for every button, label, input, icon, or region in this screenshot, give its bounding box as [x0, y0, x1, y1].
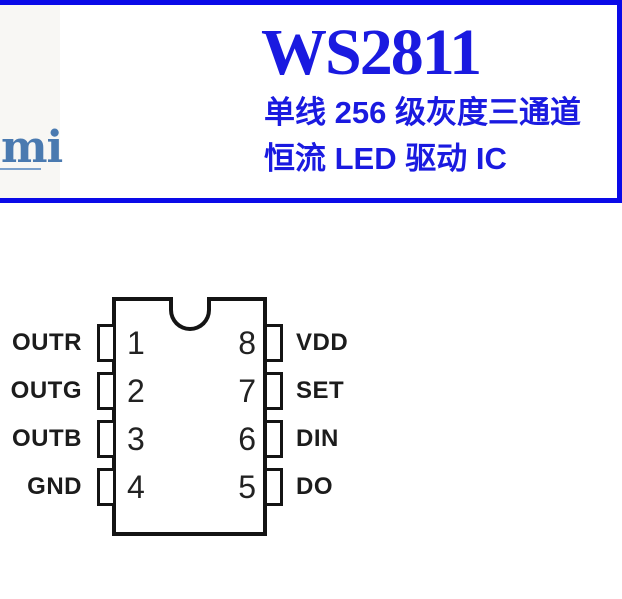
pin-number-2: 2	[127, 373, 145, 409]
logo-underline	[0, 168, 41, 170]
pin-label-din: DIN	[296, 425, 339, 452]
pin-7	[264, 372, 283, 410]
pin-number-1: 1	[127, 325, 145, 361]
pin-6	[264, 420, 283, 458]
chip-notch	[168, 297, 211, 331]
header-rule-right	[617, 0, 622, 203]
pin-label-set: SET	[296, 377, 345, 404]
pin-3	[97, 420, 116, 458]
pin-4	[97, 468, 116, 506]
pin-2	[97, 372, 116, 410]
header-separator-rule	[0, 198, 622, 203]
subtitle-line-1: 单线 256 级灰度三通道	[264, 95, 581, 130]
worldsemi-logo-fragment: mi	[1, 122, 63, 173]
page-title: WS2811	[261, 16, 482, 89]
pin-number-5: 5	[238, 469, 256, 505]
pin-label-do: DO	[296, 473, 333, 500]
header-rule-top	[0, 0, 622, 5]
pin-label-outr: OUTR	[12, 329, 82, 356]
pin-8	[264, 324, 283, 362]
pin-label-vdd: VDD	[296, 329, 349, 356]
subtitle-line-2: 恒流 LED 驱动 IC	[264, 141, 507, 176]
chip-body	[112, 297, 267, 536]
logo-backdrop	[0, 5, 60, 198]
pin-5	[264, 468, 283, 506]
pin-label-outg: OUTG	[10, 377, 82, 404]
pin-1	[97, 324, 116, 362]
pin-number-7: 7	[238, 373, 256, 409]
pin-number-3: 3	[127, 421, 145, 457]
pin-number-6: 6	[238, 421, 256, 457]
pin-number-4: 4	[127, 469, 145, 505]
pin-number-8: 8	[238, 325, 256, 361]
pin-label-outb: OUTB	[12, 425, 82, 452]
pin-label-gnd: GND	[27, 473, 82, 500]
